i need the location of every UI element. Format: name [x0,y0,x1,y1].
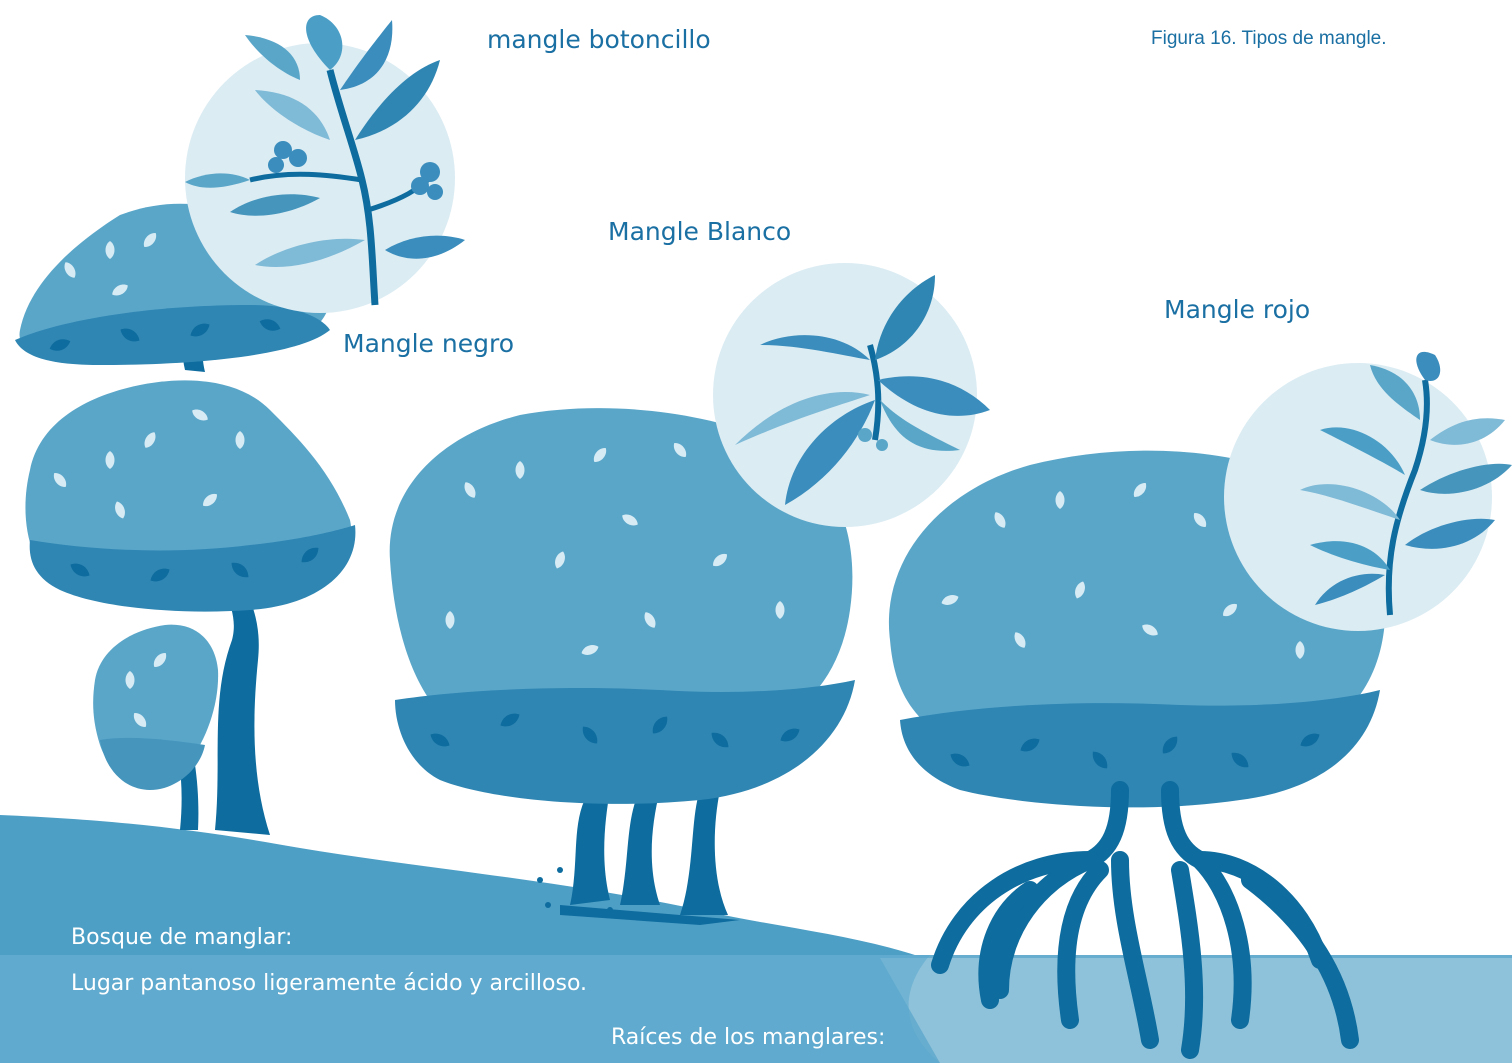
label-raices: Raíces de los manglares: [611,1027,885,1049]
label-mangle-blanco: Mangle Blanco [608,219,791,244]
label-bosque-title: Bosque de manglar: [71,927,292,949]
label-mangle-negro: Mangle negro [343,331,514,356]
inset-rojo [1224,352,1512,631]
inset-blanco [713,263,990,527]
label-mangle-rojo: Mangle rojo [1164,297,1310,322]
label-bosque-description: Lugar pantanoso ligeramente ácido y arci… [71,973,587,995]
inset-botoncillo [185,15,465,313]
label-mangle-botoncillo: mangle botoncillo [487,27,711,52]
figure-caption: Figura 16. Tipos de mangle. [1151,29,1387,48]
